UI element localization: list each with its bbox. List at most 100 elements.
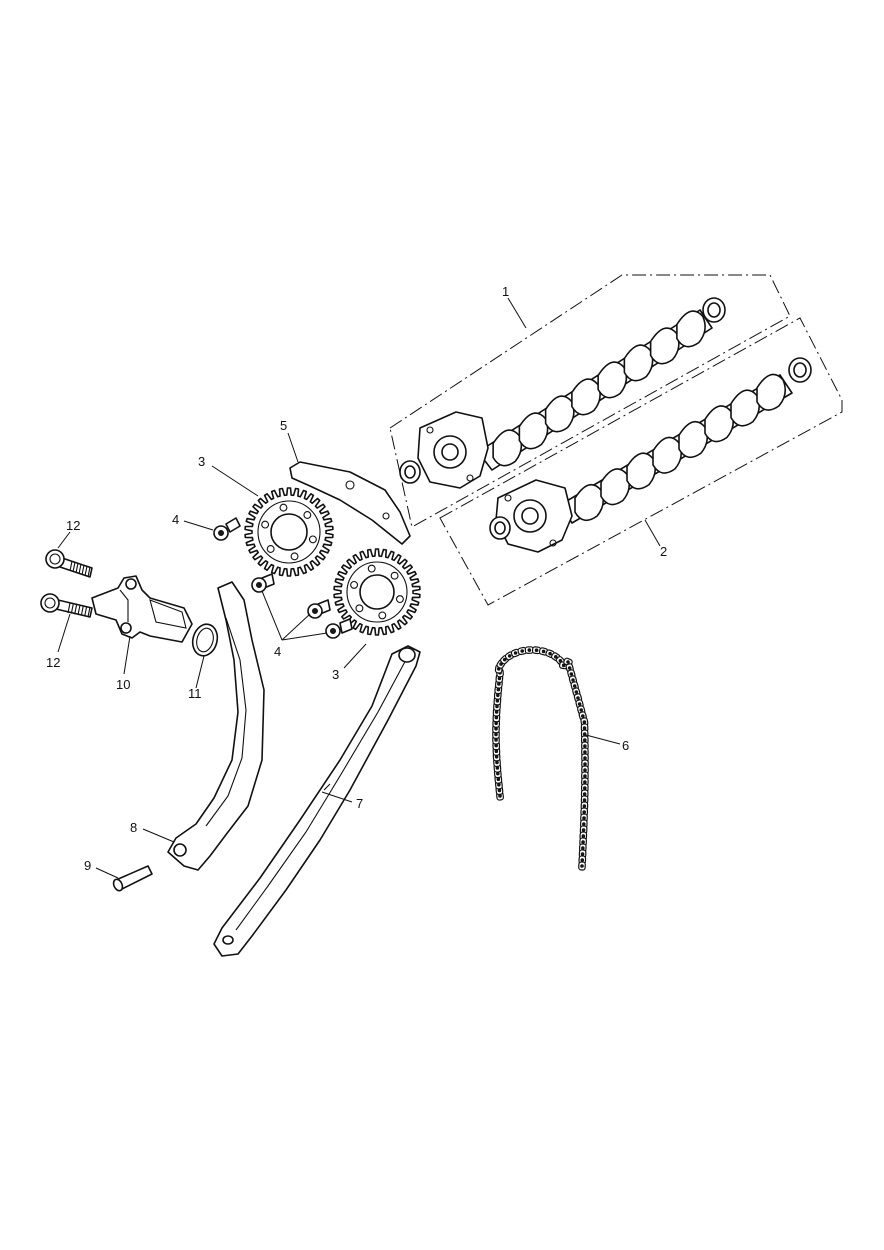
sprocket-bolt-2[interactable] <box>251 573 275 593</box>
callout-1: 1 <box>502 284 509 299</box>
cam-lobe <box>571 378 601 416</box>
fixed-chain-guide[interactable] <box>213 645 421 957</box>
sprocket-hole <box>395 595 404 604</box>
cam-lobe <box>649 327 680 365</box>
callout-12-lower: 12 <box>46 655 60 670</box>
chain-pin <box>583 756 587 760</box>
chain-tensioner[interactable] <box>91 575 193 643</box>
bolt-thread <box>80 605 84 616</box>
chain-pin <box>582 792 587 796</box>
bolt-thread <box>87 566 91 578</box>
callout-7: 7 <box>356 796 363 811</box>
chain-pin <box>581 846 585 850</box>
chain-pin <box>494 732 498 737</box>
chain-pin <box>571 678 575 682</box>
chain-pin <box>582 804 587 808</box>
chain-pin <box>576 696 580 700</box>
callout-4-upper: 4 <box>172 512 179 527</box>
o-ring[interactable] <box>189 621 220 658</box>
chain-pin <box>583 762 587 766</box>
chain-pin <box>569 672 574 676</box>
chain-pin <box>496 771 500 776</box>
bolt-thread <box>84 565 88 577</box>
chain-pin <box>582 726 587 730</box>
bolt-thread <box>84 606 88 617</box>
callout-6: 6 <box>622 738 629 753</box>
chain-pin <box>527 648 532 652</box>
timing-chain[interactable] <box>492 646 589 871</box>
chain-pin <box>495 699 500 703</box>
chain-pin <box>502 657 507 662</box>
chain-pin <box>513 651 518 655</box>
chain-pin <box>582 738 587 742</box>
tensioner-bolt-lower[interactable] <box>40 593 93 618</box>
chain-pin <box>574 690 579 694</box>
cam-lobe <box>544 395 575 433</box>
chain-pin <box>577 702 582 706</box>
chain-pin <box>583 774 587 778</box>
chain-pin <box>498 794 502 798</box>
callout-5: 5 <box>280 418 287 433</box>
chain-pin <box>583 768 587 772</box>
chain-pin <box>541 649 546 654</box>
cam-lobe <box>652 436 683 474</box>
bolt-thread <box>74 604 78 615</box>
sprocket-bolt-4[interactable] <box>325 618 353 639</box>
chain-pin <box>495 766 500 770</box>
bolt-thread <box>87 606 91 618</box>
chain-pin <box>507 654 512 658</box>
cam-lobe <box>730 389 761 427</box>
sprocket-hole <box>378 611 387 620</box>
chain-pin <box>494 743 498 748</box>
callout-8: 8 <box>130 820 137 835</box>
sprocket-hole <box>350 580 359 589</box>
bolt-thread <box>70 603 74 614</box>
chain-guide-plate[interactable] <box>289 461 411 545</box>
sprocket-hole <box>279 503 288 512</box>
camshaft-2[interactable] <box>489 357 812 553</box>
camshaft-1[interactable] <box>399 297 726 489</box>
bolt-thread <box>81 564 85 576</box>
sprocket-bolt-3[interactable] <box>307 599 331 619</box>
chain-pin <box>496 687 501 692</box>
sprocket-lower[interactable] <box>333 548 421 636</box>
callout-3-lower: 3 <box>332 667 339 682</box>
chain-pin <box>497 783 501 787</box>
chain-pin <box>495 704 499 709</box>
callout-12-upper: 12 <box>66 518 80 533</box>
cam-lobe <box>704 405 735 443</box>
bolt-thread <box>77 604 81 616</box>
sprocket-hole <box>303 511 312 519</box>
cam-lobe <box>518 412 549 450</box>
chain-pin <box>581 828 586 832</box>
cam-lobe <box>676 310 706 348</box>
chain-pin <box>580 858 585 862</box>
chain-pin <box>553 655 558 659</box>
chain-pin <box>497 682 501 686</box>
cam-lobe <box>626 452 657 490</box>
chain-pin <box>581 840 585 844</box>
tensioner-blade[interactable] <box>167 581 265 871</box>
sprocket-hole <box>266 545 275 553</box>
cam-lobe <box>492 429 523 467</box>
sprocket-hole <box>261 520 270 529</box>
pivot-pin[interactable] <box>112 865 153 892</box>
chain-pin <box>497 676 502 681</box>
callout-4-lower: 4 <box>274 644 281 659</box>
chain-pin <box>494 755 499 759</box>
tensioner-bolt-upper[interactable] <box>45 549 93 578</box>
sprocket-upper[interactable] <box>244 487 334 577</box>
chain-pin <box>580 864 584 868</box>
cam-lobe <box>574 483 605 522</box>
cam-lobe <box>600 468 631 506</box>
leader-lines <box>57 297 661 879</box>
callout-2: 2 <box>660 544 667 559</box>
chain-pin <box>583 750 587 754</box>
chain-pin <box>494 721 498 726</box>
sprocket-hole <box>308 535 317 544</box>
cam-lobe <box>597 361 628 399</box>
chain-pin <box>496 693 500 698</box>
bolt-thread <box>78 563 82 575</box>
chain-pin <box>496 777 501 782</box>
sprocket-bolt-1[interactable] <box>213 517 241 541</box>
